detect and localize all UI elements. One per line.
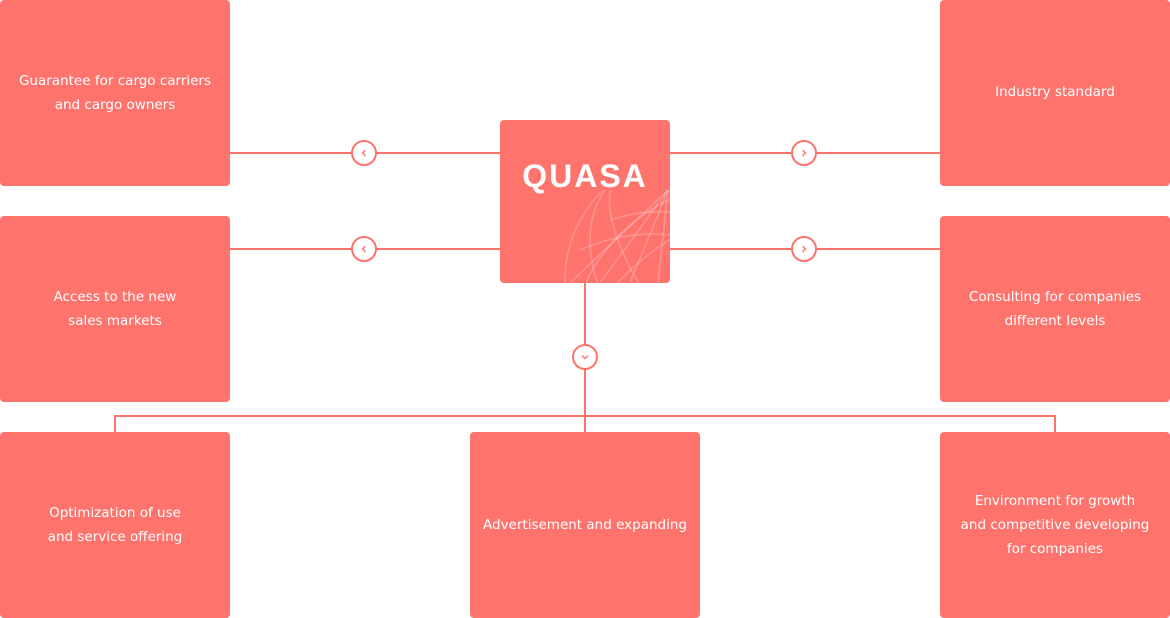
connector-line-horizontal-bottom <box>114 415 1056 417</box>
node-label: Industry standard <box>995 84 1115 100</box>
chevron-right-icon <box>802 245 807 253</box>
globe-icon <box>564 190 670 283</box>
node-label: Consulting for companies different level… <box>968 289 1142 329</box>
node-mid-left: Access to the new sales markets <box>0 216 230 402</box>
expand-right-mid-button[interactable] <box>791 236 817 262</box>
node-top-left: Guarantee for cargo carriers and cargo o… <box>0 0 230 186</box>
node-label: Optimization of use and service offering <box>47 505 183 545</box>
expand-right-top-button[interactable] <box>791 140 817 166</box>
center-node: QUASA <box>500 120 670 283</box>
node-bottom-center: Advertisement and expanding <box>470 432 700 618</box>
node-top-right: Industry standard <box>940 0 1170 186</box>
chevron-down-icon <box>581 355 589 360</box>
chevron-left-icon <box>361 245 366 253</box>
connector-line-drop-right <box>1054 415 1056 433</box>
node-label: Advertisement and expanding <box>483 517 687 533</box>
expand-down-button[interactable] <box>572 344 598 370</box>
node-bottom-left: Optimization of use and service offering <box>0 432 230 618</box>
node-label: Environment for growth and competitive d… <box>960 493 1150 557</box>
chevron-right-icon <box>802 149 807 157</box>
node-label: Guarantee for cargo carriers and cargo o… <box>18 73 212 113</box>
center-title: QUASA <box>522 158 648 194</box>
expand-left-top-button[interactable] <box>351 140 377 166</box>
chevron-left-icon <box>361 149 366 157</box>
expand-left-mid-button[interactable] <box>351 236 377 262</box>
node-mid-right: Consulting for companies different level… <box>940 216 1170 402</box>
node-label: Access to the new sales markets <box>53 289 177 329</box>
node-bottom-right: Environment for growth and competitive d… <box>940 432 1170 618</box>
connector-line-drop-left <box>114 415 116 433</box>
